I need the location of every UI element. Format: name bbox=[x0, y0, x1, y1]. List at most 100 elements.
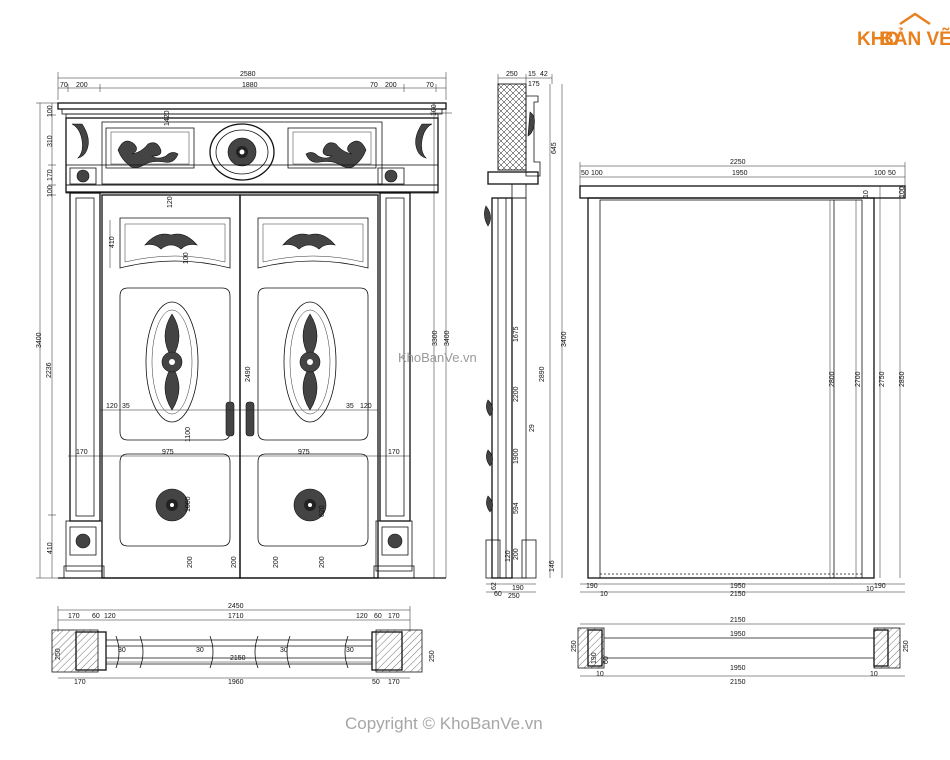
dim-bottom-rail-2: 200 bbox=[231, 556, 238, 568]
dim-frame-2800: 2800 bbox=[829, 371, 836, 387]
dim-frame-2850: 2850 bbox=[899, 371, 906, 387]
right-pilaster bbox=[373, 192, 415, 579]
dim-plan-60-left: 60 bbox=[92, 613, 100, 620]
dim-planr-250-left: 250 bbox=[571, 640, 578, 652]
dim-section-60: 60 bbox=[494, 591, 502, 598]
dim-section-62: 62 bbox=[491, 582, 498, 590]
dim-section-29: 29 bbox=[529, 424, 536, 432]
dim-center-width: 1880 bbox=[242, 82, 258, 89]
plan-section-left: 2450 170 60 120 1710 120 60 170 30 30 30… bbox=[51, 603, 436, 686]
frame-outer bbox=[587, 197, 875, 579]
dim-planr-1950-top: 1950 bbox=[730, 631, 746, 638]
dim-planr-1950-bottom: 1950 bbox=[730, 665, 746, 672]
dim-leaf-2490: 2490 bbox=[245, 366, 252, 382]
copyright-text: Copyright © KhoBanVe.vn bbox=[345, 714, 543, 733]
dim-leaf-975-left: 975 bbox=[162, 449, 174, 456]
dim-frame-100-right: 100 bbox=[874, 170, 886, 177]
dim-planr-10-left: 10 bbox=[596, 671, 604, 678]
dim-plan-2150: 2150 bbox=[230, 655, 246, 662]
section-header-wall bbox=[497, 83, 527, 171]
dim-section-200: 200 bbox=[513, 548, 520, 560]
dim-plan-170-right: 170 bbox=[388, 613, 400, 620]
dim-section-250: 250 bbox=[508, 593, 520, 600]
dim-section-1675: 1675 bbox=[513, 326, 520, 342]
dim-bottom-rail-4: 200 bbox=[319, 556, 326, 568]
frame-inner bbox=[599, 199, 863, 579]
dim-bottom-rail-3: 200 bbox=[273, 556, 280, 568]
dim-plan-1710: 1710 bbox=[228, 613, 244, 620]
dim-plan-30-a: 30 bbox=[118, 647, 126, 654]
dim-frame-100-left: 100 bbox=[591, 170, 603, 177]
side-section: 250 15 42 175 645 1675 2200 3400 2890 bbox=[484, 71, 568, 600]
dim-pilaster-170-right: 170 bbox=[388, 449, 400, 456]
dim-pilaster-170-left: 170 bbox=[76, 449, 88, 456]
transom-right-panel bbox=[287, 127, 377, 169]
door-handle-right bbox=[245, 401, 255, 437]
left-door-leaf bbox=[101, 194, 241, 579]
dim-frame-2700: 2700 bbox=[855, 371, 862, 387]
dim-stile-120-right: 120 bbox=[360, 403, 372, 410]
dim-frame-1950: 1950 bbox=[732, 170, 748, 177]
dim-frame-100-top: 100 bbox=[899, 186, 906, 198]
dim-rail-120: 120 bbox=[167, 196, 174, 208]
dim-planr-190: 190 bbox=[591, 652, 598, 664]
dim-section-width: 250 bbox=[506, 71, 518, 78]
watermark-text: KhoBanVe.vn bbox=[398, 350, 477, 365]
dim-plan-1960: 1960 bbox=[228, 679, 244, 686]
dim-left-pilaster: 200 bbox=[76, 82, 88, 89]
dim-frame-overall: 2250 bbox=[730, 159, 746, 166]
dim-frame-2150: 2150 bbox=[730, 591, 746, 598]
dim-frame-190-left: 190 bbox=[586, 583, 598, 590]
corner-leaf-right bbox=[415, 123, 433, 159]
dim-plan-overall: 2450 bbox=[228, 603, 244, 610]
dim-cornice-right: 100 bbox=[431, 104, 438, 116]
door-handle-left bbox=[225, 401, 235, 437]
dim-planr-250-right: 250 bbox=[903, 640, 910, 652]
right-door-leaf bbox=[239, 194, 379, 579]
dim-section-175: 175 bbox=[528, 81, 540, 88]
front-right-dimensions: 3300 3400 100 bbox=[430, 103, 452, 578]
dim-planr-2150-top: 2150 bbox=[730, 617, 746, 624]
plan-left-wall-left bbox=[51, 629, 99, 673]
front-left-dimensions: 100 310 170 100 3400 2236 410 bbox=[36, 102, 60, 579]
dim-left-side-offset: 70 bbox=[60, 82, 68, 89]
dim-plan-250-left: 250 bbox=[55, 648, 62, 660]
logo-text-banve: BẢN VẼ bbox=[880, 28, 950, 50]
dim-top-panel-height: 410 bbox=[109, 236, 116, 248]
cornice bbox=[57, 102, 447, 119]
frame-head bbox=[579, 185, 906, 199]
dim-gap-35-right: 35 bbox=[346, 403, 354, 410]
dim-frame-50-right: 50 bbox=[888, 170, 896, 177]
dim-stile-120-left: 120 bbox=[106, 403, 118, 410]
dim-pilaster-shaft: 2236 bbox=[46, 362, 53, 378]
dim-gap-35-left: 35 bbox=[122, 403, 130, 410]
dim-plan-bottom-50: 50 bbox=[372, 679, 380, 686]
dim-plan-120-right: 120 bbox=[356, 613, 368, 620]
dim-transom-height: 310 bbox=[47, 135, 54, 147]
dim-plan-250-right: 250 bbox=[429, 650, 436, 662]
plan-right-wall-right bbox=[873, 627, 901, 669]
front-panel-dimensions: 410 120 1420 100 2490 1100 1000 120 35 3… bbox=[68, 110, 410, 568]
dim-cornice-height: 100 bbox=[47, 105, 54, 117]
dim-section-15: 15 bbox=[528, 71, 536, 78]
dim-frame-50-left: 50 bbox=[581, 170, 589, 177]
frame-elevation: 2250 50 100 1950 100 50 100 10 2800 2700… bbox=[579, 159, 906, 598]
dim-frame-2750: 2750 bbox=[879, 371, 886, 387]
dim-rail-100: 100 bbox=[183, 252, 190, 264]
frame-side-dimensions: 100 10 2800 2700 2750 2850 bbox=[829, 186, 906, 578]
acanthus-scroll-left bbox=[117, 140, 179, 168]
dim-total-height-left: 3400 bbox=[36, 332, 43, 348]
dim-section-2200: 2200 bbox=[513, 386, 520, 402]
dim-plan-30-b: 30 bbox=[196, 647, 204, 654]
dim-section-146: 146 bbox=[549, 560, 556, 572]
frame-bottom-dimensions: 190 1950 10 190 2150 10 bbox=[580, 583, 905, 598]
transom bbox=[65, 117, 439, 193]
dim-plan-60-right: 60 bbox=[374, 613, 382, 620]
dim-leaf-975-right: 975 bbox=[298, 449, 310, 456]
dim-plan-120-left: 120 bbox=[104, 613, 116, 620]
frame-top-dimensions: 2250 50 100 1950 100 50 bbox=[579, 159, 906, 186]
section-jamb bbox=[491, 197, 513, 579]
dim-planr-2150-bottom: 2150 bbox=[730, 679, 746, 686]
plan-left-bottom-dimensions: 2150 170 1960 50 170 250 250 bbox=[55, 648, 436, 686]
